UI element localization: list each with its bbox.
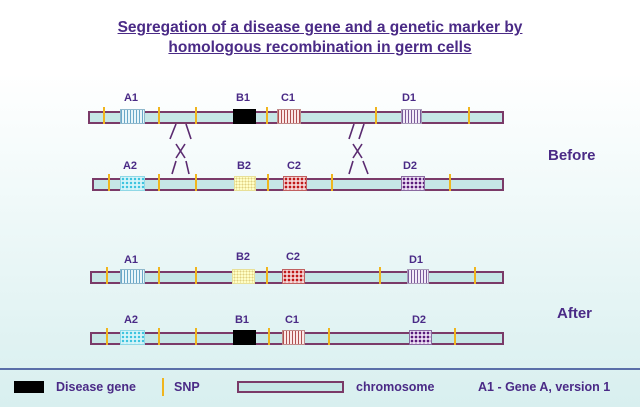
gene-c1 (282, 330, 305, 345)
chromosome-after-top (90, 267, 504, 284)
gene-label-a2: A2 (122, 160, 138, 172)
crossover-stroke (169, 123, 177, 140)
gene-label-a2-after: A2 (123, 314, 139, 326)
snp-marker (331, 174, 333, 191)
snp-marker (106, 267, 108, 284)
snp-marker (375, 107, 377, 124)
crossover-stroke (358, 123, 365, 140)
snp-marker (195, 174, 197, 191)
snp-marker (195, 267, 197, 284)
snp-marker (195, 328, 197, 345)
snp-marker (158, 328, 160, 345)
snp-marker (158, 107, 160, 124)
gene-b2 (234, 176, 256, 191)
snp-marker (267, 174, 269, 191)
snp-marker (474, 267, 476, 284)
legend-naming-label: A1 - Gene A, version 1 (478, 380, 611, 394)
gene-label-b1: B1 (235, 92, 251, 104)
legend-snp-label: SNP (174, 380, 200, 394)
snp-marker (266, 267, 268, 284)
crossover-stroke (362, 160, 369, 175)
snp-marker (454, 328, 456, 345)
crossover-stroke (352, 143, 363, 159)
snp-marker (268, 328, 270, 345)
chromosome-after-bottom (90, 328, 504, 345)
gene-label-d1: D1 (401, 92, 417, 104)
snp-marker (266, 107, 268, 124)
snp-marker (158, 174, 160, 191)
gene-label-d2-after: D2 (411, 314, 427, 326)
gene-label-b2-after: B2 (235, 251, 251, 263)
gene-b2 (232, 269, 255, 284)
gene-label-c2: C2 (286, 160, 302, 172)
crossover-stroke (171, 160, 177, 175)
title-line-2: homologous recombination in germ cells (168, 39, 472, 56)
gene-label-c2-after: C2 (285, 251, 301, 263)
phase-label-after: After (557, 305, 593, 322)
gene-a2 (120, 176, 145, 191)
gene-c2 (282, 269, 305, 284)
snp-marker (106, 328, 108, 345)
legend-divider (0, 368, 640, 370)
legend-chromosome-swatch (237, 381, 344, 393)
legend-snp-swatch (162, 378, 164, 396)
gene-label-b2: B2 (236, 160, 252, 172)
title-line-1: Segregation of a disease gene and a gene… (117, 19, 523, 36)
crossover-stroke (185, 123, 192, 140)
gene-label-d1-after: D1 (408, 254, 424, 266)
gene-b1-disease (233, 330, 256, 345)
gene-c2 (283, 176, 307, 191)
chromosome-before-bottom (92, 174, 504, 191)
snp-marker (195, 107, 197, 124)
snp-marker (103, 107, 105, 124)
chromosome-before-top (88, 107, 504, 124)
legend-disease-gene-swatch (14, 381, 44, 393)
snp-marker (328, 328, 330, 345)
gene-d2 (401, 176, 425, 191)
gene-label-d2: D2 (402, 160, 418, 172)
gene-label-a1: A1 (123, 92, 139, 104)
gene-d1 (401, 109, 422, 124)
gene-c1 (277, 109, 301, 124)
legend-disease-gene-label: Disease gene (56, 380, 136, 394)
snp-marker (158, 267, 160, 284)
snp-marker (108, 174, 110, 191)
gene-label-a1-after: A1 (123, 254, 139, 266)
snp-marker (379, 267, 381, 284)
gene-b1-disease (233, 109, 256, 124)
crossover-stroke (185, 160, 190, 175)
diagram-title: Segregation of a disease gene and a gene… (0, 18, 640, 58)
gene-label-b1-after: B1 (234, 314, 250, 326)
snp-marker (468, 107, 470, 124)
snp-marker (449, 174, 451, 191)
phase-label-before: Before (548, 147, 596, 164)
gene-a1 (120, 269, 145, 284)
gene-a2 (120, 330, 145, 345)
legend-chromosome-label: chromosome (356, 380, 435, 394)
gene-label-c1-after: C1 (284, 314, 300, 326)
gene-d2 (409, 330, 432, 345)
crossover-stroke (175, 143, 186, 159)
gene-d1 (407, 269, 429, 284)
gene-label-c1: C1 (280, 92, 296, 104)
gene-a1 (120, 109, 145, 124)
crossover-stroke (348, 123, 355, 140)
crossover-stroke (348, 160, 354, 175)
